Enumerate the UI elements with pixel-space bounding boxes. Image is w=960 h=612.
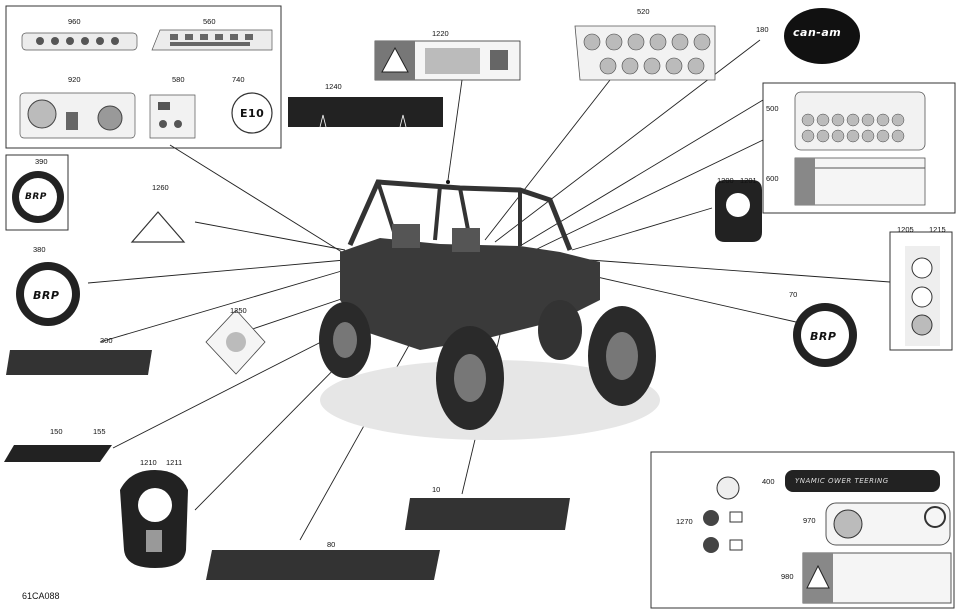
frame-390 [5,154,69,231]
decal-10 [405,498,570,530]
callout-70: 70 [789,290,798,299]
callout-1240: 1240 [325,82,342,91]
brp-logo-380: BRP [33,289,60,302]
callout-380: 380 [33,245,46,254]
callout-600: 600 [766,174,779,183]
decal-80 [206,550,440,580]
callout-80: 80 [327,540,336,549]
callout-300: 300 [100,336,113,345]
dps-decal-text: YNAMIC OWER TEERING [795,477,889,485]
callout-1220: 1220 [432,29,449,38]
decal-740 [231,92,273,134]
callout-1250: 1250 [230,306,247,315]
brp-logo-70: BRP [810,330,837,343]
decal-1270-b [703,510,719,526]
vehicle [319,179,660,440]
callout-1260: 1260 [152,183,169,192]
callout-150: 150 [50,427,63,436]
callout-155: 155 [93,427,106,436]
callout-740: 740 [232,75,245,84]
frame-bottom-right [650,451,955,609]
callout-1215: 1215 [929,225,946,234]
callout-560: 560 [203,17,216,26]
frame-1205-1215 [889,231,953,351]
decal-1240 [288,97,443,127]
decal-1260 [130,211,186,243]
decal-400 [785,470,940,492]
callout-970: 970 [803,516,816,525]
callout-10: 10 [432,485,441,494]
callout-1270: 1270 [676,517,693,526]
decal-300 [6,350,152,375]
frame-500-600 [762,82,956,214]
callout-500: 500 [766,104,779,113]
decal-1270-a [716,476,740,500]
callout-1201: 1201 [740,176,757,185]
decal-960 [21,32,138,51]
decal-1270-c [703,537,719,553]
callout-180: 180 [756,25,769,34]
decal-600 [794,157,926,206]
fuel-e10-label: E10 [240,107,265,120]
decal-180 [784,8,860,64]
decal-150 [4,445,112,462]
frame-top-left [5,5,282,149]
can-am-logo-text: can-am [793,26,842,39]
callout-1210: 1210 [140,458,157,467]
callout-1205: 1205 [897,225,914,234]
callout-520: 520 [637,7,650,16]
callout-1200: 1200 [717,176,734,185]
decal-500 [794,91,926,151]
callout-400: 400 [762,477,775,486]
callout-1211: 1211 [166,458,183,467]
reference-code: 61CA088 [22,591,60,601]
callout-980: 980 [781,572,794,581]
brp-logo-390: BRP [25,192,47,202]
decal-580 [149,94,196,139]
callout-960: 960 [68,17,81,26]
callout-580: 580 [172,75,185,84]
callout-390: 390 [35,157,48,166]
callout-920: 920 [68,75,81,84]
